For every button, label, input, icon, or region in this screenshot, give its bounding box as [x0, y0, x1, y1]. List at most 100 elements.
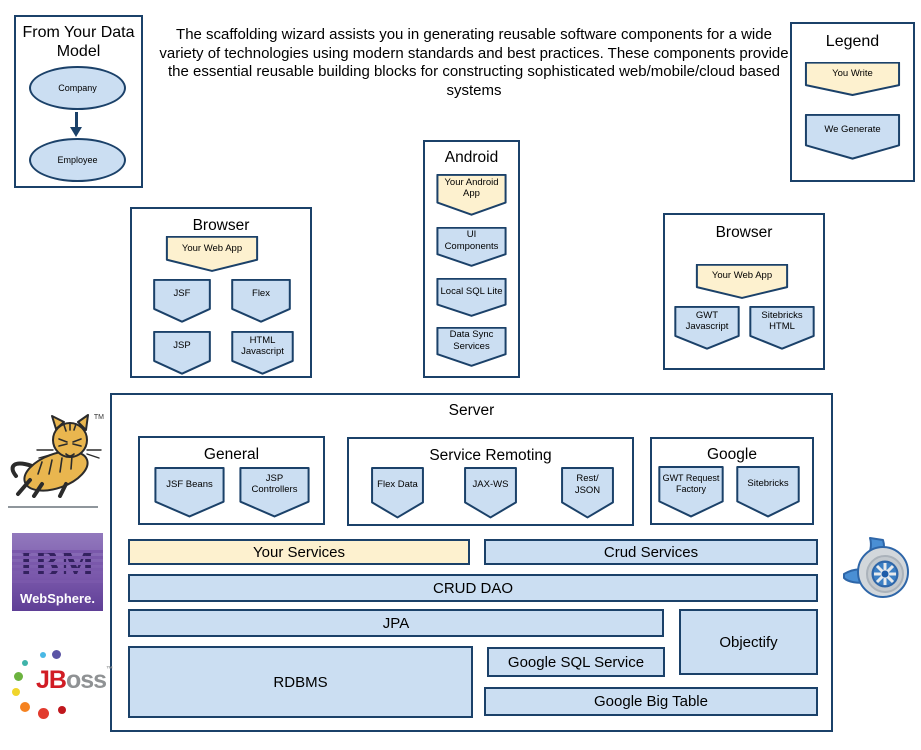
shield-gwt-javascript: GWT Javascript [674, 306, 740, 350]
shield-label: Rest/ JSON [574, 473, 601, 496]
shield-your-web-app-right: Your Web App [695, 264, 789, 299]
jboss-dot [40, 652, 46, 658]
shield-label: Sitebricks HTML [761, 309, 803, 332]
bar-label: Google SQL Service [507, 653, 645, 671]
bar-label: CRUD DAO [432, 579, 513, 597]
shield-label: Data Sync Services [449, 329, 494, 352]
service-remoting-box: Service Remoting Flex Data JAX-WS Rest/ … [347, 437, 634, 526]
shield-label: JSF Beans [166, 478, 213, 490]
bar-crud-dao: CRUD DAO [128, 574, 818, 602]
intro-text: The scaffolding wizard assists you in ge… [159, 26, 789, 99]
google-title: Google [707, 446, 757, 463]
shield-jsf: JSF [153, 279, 211, 323]
server-title: Server [448, 402, 495, 419]
jboss-logo: JBoss™ [12, 650, 113, 720]
shield-label: JSP [173, 340, 191, 352]
ibm-stripes [12, 547, 103, 585]
shield-rest-json: Rest/ JSON [561, 467, 614, 519]
jboss-oss-label: oss [65, 666, 107, 694]
shield-label: Flex [252, 288, 270, 300]
shield-label: JSF [173, 288, 191, 300]
websphere-logo: IBM WebSphere. [12, 533, 103, 611]
android-title: Android [444, 149, 499, 166]
shield-local-sql-lite: Local SQL Lite [436, 278, 507, 317]
ibm-logo: IBM [12, 543, 103, 585]
browser-left-box: Browser Your Web App JSF Flex JSP HTML J… [130, 207, 312, 378]
entity-company: Company [29, 66, 126, 110]
jboss-wordmark: JBoss™ [36, 666, 113, 695]
browser-left-title: Browser [192, 217, 250, 234]
shield-label: Your Android App [444, 177, 499, 200]
bar-rdbms: RDBMS [128, 646, 473, 718]
tomcat-tm-label: TM [93, 414, 104, 421]
browser-right-box: Browser Your Web App GWT Javascript Site… [663, 213, 825, 370]
shield-your-android-app: Your Android App [436, 174, 507, 216]
arrow-line [75, 112, 78, 128]
legend-title: Legend [825, 33, 880, 50]
general-title: General [203, 446, 260, 463]
shield-label: Flex Data [377, 479, 418, 491]
shield-your-web-app-left: Your Web App [165, 236, 259, 272]
bar-label: Google Big Table [594, 693, 708, 710]
shield-jax-ws: JAX-WS [464, 467, 517, 519]
shield-label: GWT Javascript [685, 309, 729, 332]
bar-label: Objectify [719, 633, 778, 651]
app-engine-logo [840, 534, 912, 602]
shield-sitebricks-html: Sitebricks HTML [749, 306, 815, 350]
bar-label: Your Services [253, 543, 345, 561]
legend-box: Legend You Write We Generate [790, 22, 915, 182]
shield-flex: Flex [231, 279, 291, 323]
shield-data-sync-services: Data Sync Services [436, 327, 507, 367]
bar-crud-services: Crud Services [484, 539, 818, 565]
legend-you-write-shield: You Write [804, 62, 901, 96]
jboss-dot [20, 702, 30, 712]
jboss-dot [52, 650, 61, 659]
shield-label: Your Web App [711, 270, 773, 282]
entity-employee: Employee [29, 138, 126, 182]
bar-your-services: Your Services [128, 539, 470, 565]
jboss-dot [22, 660, 28, 666]
bar-label: JPA [382, 614, 410, 632]
legend-you-write-label: You Write [832, 67, 873, 79]
shield-gwt-request-factory: GWT Request Factory [658, 466, 724, 518]
shield-jsf-beans: JSF Beans [154, 467, 225, 518]
bar-objectify: Objectify [679, 609, 818, 675]
shield-label: GWT Request Factory [662, 473, 720, 494]
jboss-dot [12, 688, 20, 696]
jboss-dot [58, 706, 66, 714]
shield-sitebricks: Sitebricks [736, 466, 800, 518]
shield-jsp: JSP [153, 331, 211, 375]
legend-we-generate-shield: We Generate [804, 114, 901, 160]
bar-label: Crud Services [603, 543, 699, 561]
entity-company-label: Company [58, 83, 97, 93]
tomcat-cat-icon [10, 414, 102, 498]
tomcat-logo: TM [6, 414, 104, 514]
jboss-jb-label: JB [36, 666, 67, 694]
shield-label: Local SQL Lite [440, 285, 503, 297]
shield-label: UI Components [444, 229, 499, 252]
tomcat-underline [8, 506, 98, 508]
bar-label: RDBMS [273, 673, 328, 691]
bar-google-sql-service: Google SQL Service [487, 647, 665, 677]
shield-jsp-controllers: JSP Controllers [239, 467, 310, 518]
general-box: General JSF Beans JSP Controllers [138, 436, 325, 525]
browser-right-title: Browser [715, 224, 773, 241]
app-engine-icon [843, 537, 909, 598]
shield-label: JSP Controllers [251, 473, 298, 496]
jboss-tm-label: ™ [106, 666, 113, 673]
shield-label: JAX-WS [472, 479, 509, 491]
legend-we-generate-label: We Generate [824, 124, 881, 136]
google-box: Google GWT Request Factory Sitebricks [650, 437, 814, 525]
bar-google-big-table: Google Big Table [484, 687, 818, 716]
bar-jpa: JPA [128, 609, 664, 637]
shield-html-javascript: HTML Javascript [231, 331, 294, 375]
arrow-down-icon [70, 127, 82, 137]
shield-label: Sitebricks [747, 478, 789, 490]
service-remoting-title: Service Remoting [429, 447, 552, 464]
data-model-title: From Your Data Model [22, 24, 135, 61]
shield-label: Your Web App [181, 242, 243, 254]
shield-ui-components: UI Components [436, 227, 507, 267]
shield-flex-data: Flex Data [371, 467, 424, 519]
shield-label: HTML Javascript [241, 334, 284, 357]
